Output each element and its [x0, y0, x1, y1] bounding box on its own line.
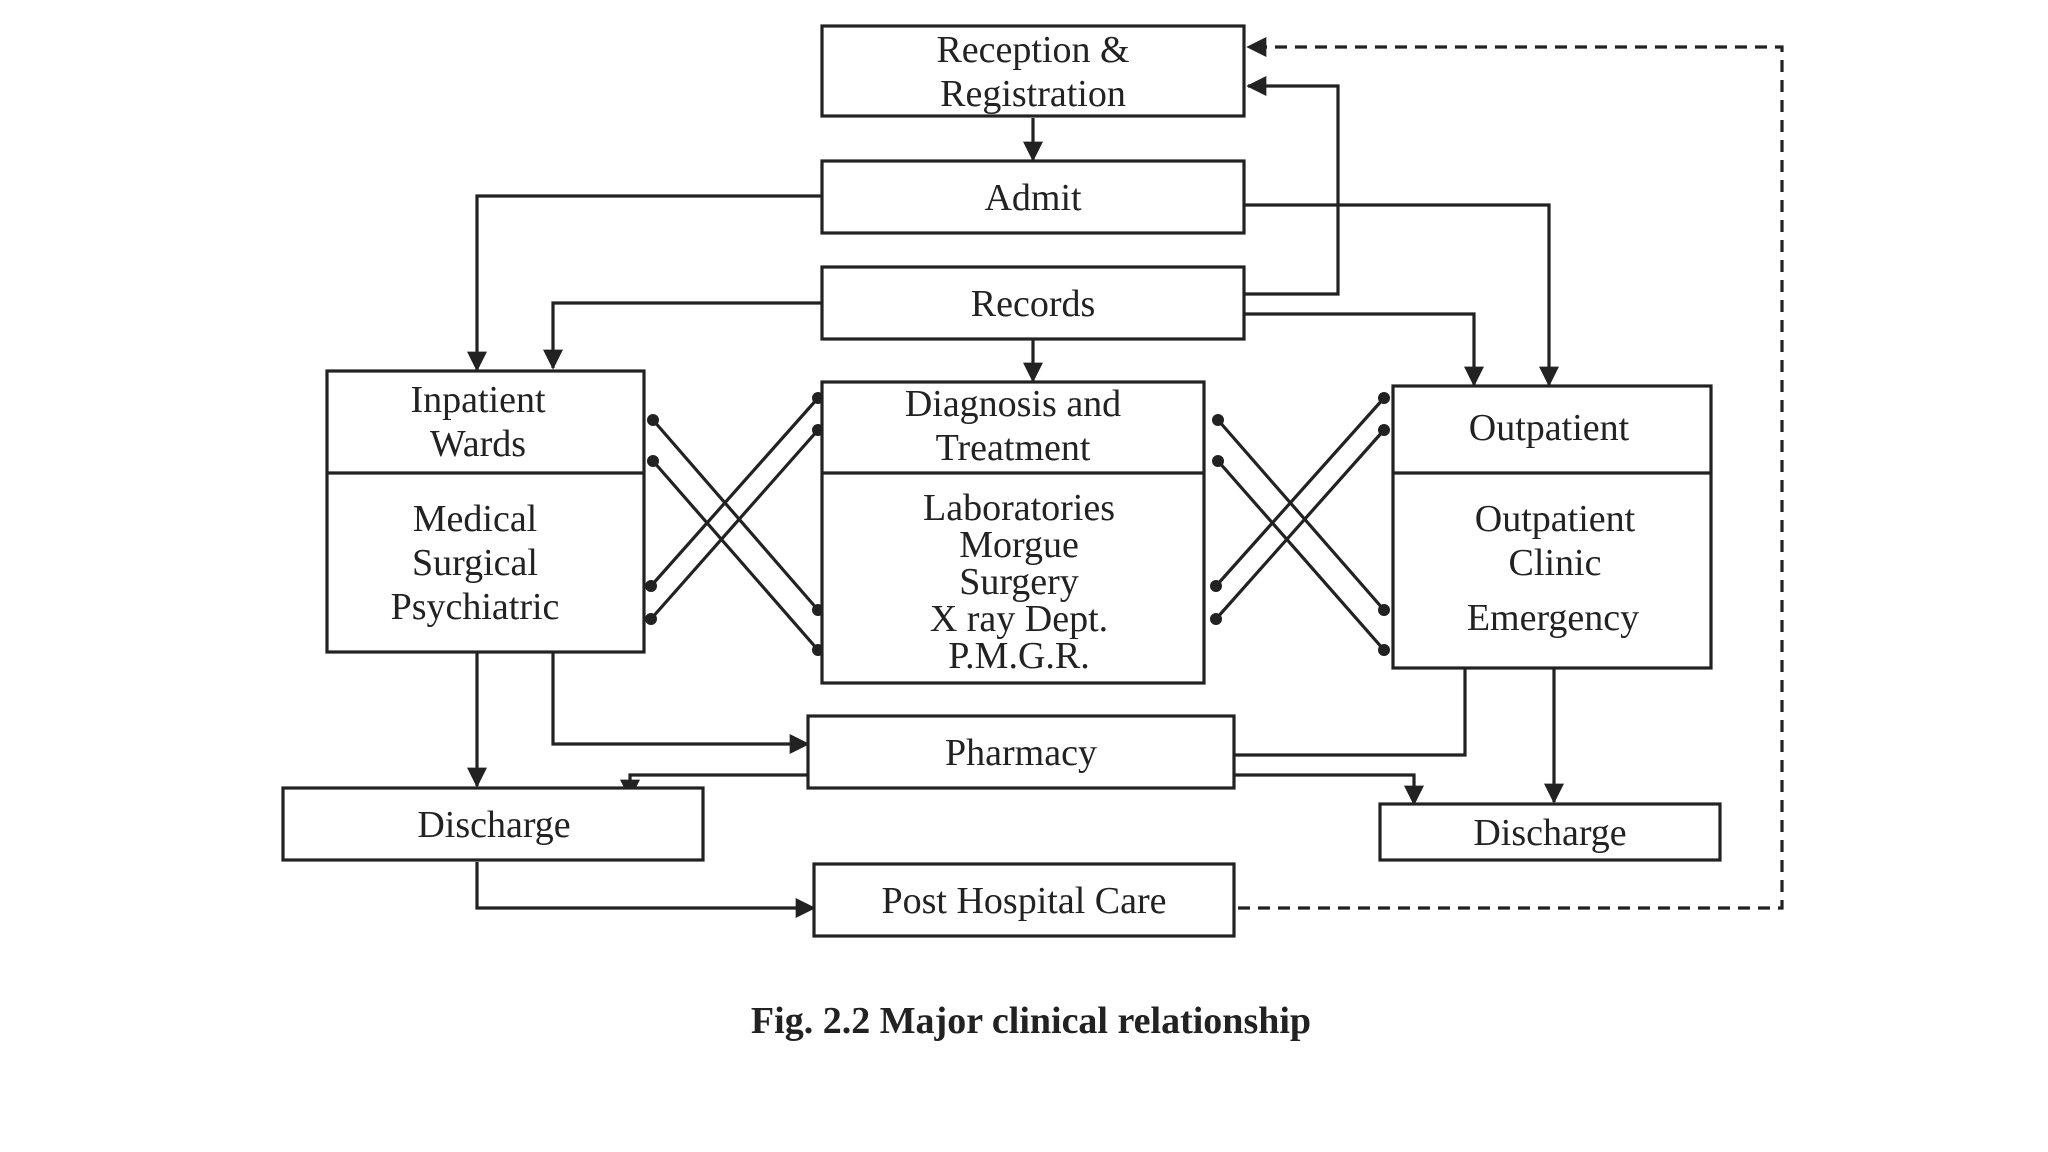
diagnosis-body-line-4: X ray Dept. [930, 598, 1108, 640]
diagnosis-header-line-2: Treatment [936, 427, 1091, 469]
outpatient-body-line-3: Emergency [1467, 597, 1639, 639]
edge-inpatient-pharmacy [551, 652, 810, 754]
connectors [467, 37, 1784, 918]
inpatient-body-line-3: Psychiatric [391, 586, 560, 628]
outpatient-header: Outpatient [1469, 407, 1630, 449]
node-post-hospital-care: Post Hospital Care [812, 862, 1236, 938]
crossed-link-diagnosis-outpatient [1210, 392, 1390, 656]
reception-line-2: Registration [940, 73, 1126, 115]
diagnosis-body-line-5: P.M.G.R. [948, 635, 1090, 677]
edge-pharmacy-discharge-right [1234, 773, 1424, 806]
edge-outpatient-pharmacy [1234, 668, 1467, 757]
pharmacy-label: Pharmacy [945, 732, 1097, 774]
discharge-left-label: Discharge [417, 804, 570, 846]
figure-caption: Fig. 2.2 Major clinical relationship [751, 1000, 1311, 1042]
edge-records-inpatient [543, 301, 822, 370]
inpatient-header-line-1: Inpatient [410, 379, 546, 421]
inpatient-body-line-2: Surgical [412, 542, 538, 584]
node-records: Records [820, 265, 1246, 341]
edge-discharge-posthospital [475, 862, 816, 918]
edge-records-reception [1244, 76, 1340, 296]
diagnosis-header-line-1: Diagnosis and [905, 383, 1121, 425]
inpatient-header-line-2: Wards [430, 423, 526, 465]
diagnosis-body-line-3: Surgery [959, 561, 1079, 603]
edge-admit-outpatient [1244, 203, 1559, 387]
outpatient-body-line-1: Outpatient [1475, 498, 1636, 540]
node-outpatient: Outpatient Outpatient Clinic Emergency [1391, 384, 1713, 670]
discharge-right-label: Discharge [1473, 812, 1626, 854]
edge-records-outpatient [1244, 312, 1484, 387]
node-discharge-right: Discharge [1378, 802, 1722, 862]
records-label: Records [971, 283, 1096, 325]
edge-posthospital-reception-dashed [1238, 37, 1784, 910]
node-admit: Admit [820, 159, 1246, 235]
post-hospital-care-label: Post Hospital Care [882, 880, 1167, 922]
node-diagnosis-treatment: Diagnosis and Treatment Laboratories Mor… [820, 380, 1206, 685]
inpatient-body-line-1: Medical [413, 498, 538, 540]
crossed-link-inpatient-diagnosis [645, 392, 824, 656]
diagnosis-body-line-2: Morgue [959, 524, 1079, 566]
node-reception-registration: Reception & Registration [820, 24, 1246, 118]
edge-admit-inpatient [467, 194, 822, 372]
outpatient-body-line-2: Clinic [1509, 542, 1602, 584]
node-inpatient-wards: Inpatient Wards Medical Surgical Psychia… [325, 369, 646, 654]
node-discharge-left: Discharge [281, 786, 705, 862]
admit-label: Admit [984, 177, 1082, 219]
diagnosis-body-line-1: Laboratories [923, 487, 1115, 529]
reception-line-1: Reception & [936, 29, 1129, 71]
node-pharmacy: Pharmacy [806, 714, 1236, 790]
